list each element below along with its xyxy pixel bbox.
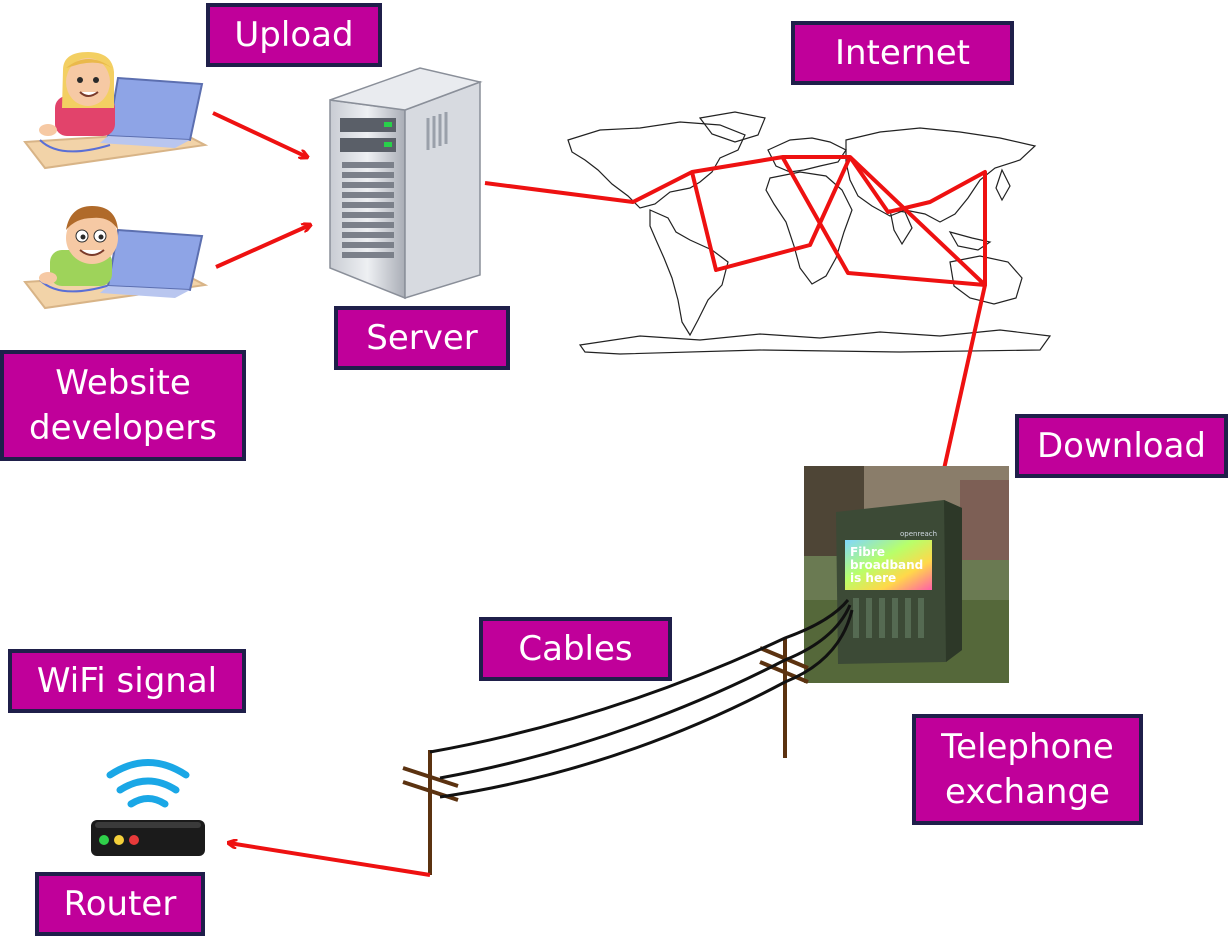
sign-line-1: Fibre [850, 545, 885, 559]
router-label: Router [35, 872, 205, 936]
wifi-signal-label: WiFi signal [8, 649, 246, 713]
server-label: Server [334, 306, 510, 370]
sign-line-2: broadband [850, 558, 923, 572]
router-arrow [229, 843, 431, 877]
server-tower-icon [329, 67, 483, 300]
cables [429, 599, 854, 799]
telephone-exchange-label: Telephone exchange [912, 714, 1143, 825]
upload-arrows [212, 111, 310, 269]
street-cabinet-photo: openreach Fibre broadband is here [804, 466, 1009, 683]
upload-label: Upload [206, 3, 382, 67]
telegraph-pole-icon [402, 638, 809, 875]
telephone-exchange-line-2: exchange [945, 771, 1110, 812]
download-label: Download [1015, 414, 1228, 478]
website-developers-line-2: developers [29, 407, 217, 448]
internet-label: Internet [791, 21, 1014, 85]
sign-brand-text: openreach [900, 530, 937, 538]
website-developers-line-1: Website [55, 363, 191, 404]
developer-boy-laptop-icon [23, 206, 209, 310]
wifi-router-icon [91, 759, 205, 856]
developer-girl-laptop-icon [23, 52, 209, 170]
internet-route-lines [484, 155, 987, 287]
download-arrow [938, 284, 987, 496]
sign-line-3: is here [850, 571, 896, 585]
cables-label: Cables [479, 617, 672, 681]
website-developers-label: Website developers [0, 350, 246, 461]
telephone-exchange-line-1: Telephone [941, 727, 1114, 768]
